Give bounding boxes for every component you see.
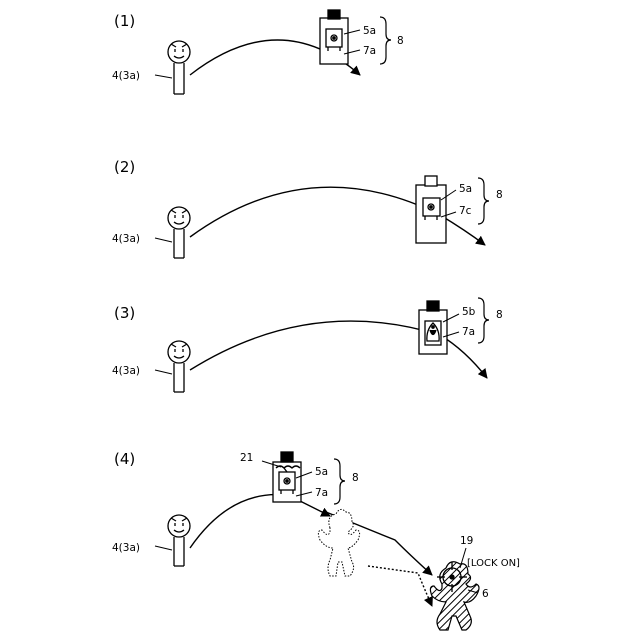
player-leader-line [155,238,172,242]
player-label: 4(3a) [112,365,140,377]
reticle-ref: 19 [460,535,473,547]
launched-figure [273,452,301,502]
group-brace [478,298,489,343]
panel-4: (4) 4(3a) [112,450,520,630]
launched-figure [419,301,447,354]
player-leader-line [155,370,172,374]
player-figure [168,41,190,94]
dotted-path-arrow [368,566,432,606]
target-character [430,562,479,630]
mechanism-ref: 21 [240,452,253,464]
player-label: 4(3a) [112,542,140,554]
figure-ref-bottom: 7a [462,326,475,338]
lock-on-text: [LOCK ON] [467,558,520,569]
figure-ref-top: 5a [363,25,376,37]
panel-3: (3) 4(3a) 5b 7a 8 [112,298,503,392]
panel-4-label: (4) [114,450,135,468]
target-ref: 6 [482,588,489,600]
group-ref: 8 [496,309,503,321]
group-brace [334,459,345,504]
player-label: 4(3a) [112,70,140,82]
trajectory-arc [190,495,285,548]
launched-figure [320,10,348,64]
panel-3-label: (3) [114,304,135,322]
player-leader-line [155,546,172,550]
figure-ref-bottom: 7a [315,487,328,499]
group-ref: 8 [352,472,359,484]
launched-figure [416,176,446,243]
ghost-character [318,509,359,576]
player-figure [168,207,190,258]
player-label: 4(3a) [112,233,140,245]
player-figure [168,341,190,392]
panel-2: (2) 4(3a) 5a 7c 8 [112,158,503,258]
panel-2-label: (2) [114,158,135,176]
group-ref: 8 [496,189,503,201]
figure-ref-top: 5a [459,183,472,195]
player-figure [168,515,190,566]
panel-1: (1) 4(3a) 5a 7a [112,10,404,94]
figure-ref-bottom: 7a [363,45,376,57]
figure-ref-top: 5b [462,306,476,318]
trajectory-stub-arrow [298,500,330,516]
group-brace [380,17,391,64]
panel-1-label: (1) [114,12,135,30]
figure-ref-bottom: 7c [459,205,472,217]
player-leader-line [155,75,172,78]
group-ref: 8 [397,35,404,47]
group-brace [478,178,489,224]
figure-ref-top: 5a [315,466,328,478]
